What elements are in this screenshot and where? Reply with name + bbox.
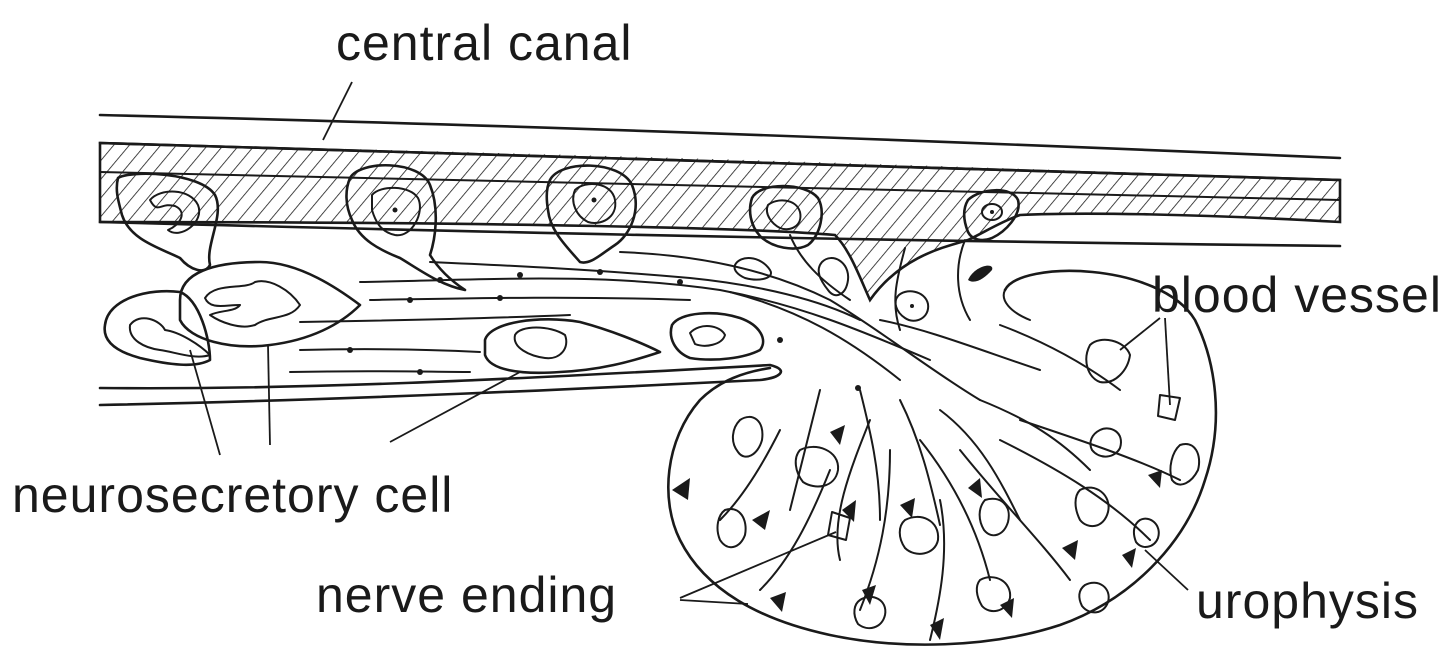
label-urophysis: urophysis bbox=[1196, 573, 1419, 629]
axon-tracts bbox=[100, 235, 1120, 405]
label-central-canal: central canal bbox=[336, 15, 633, 71]
label-nerve-ending: nerve ending bbox=[316, 567, 617, 623]
urophysis-lobe bbox=[668, 271, 1216, 645]
label-blood-vessel: blood vessel bbox=[1152, 267, 1438, 323]
label-neurosecretory-cell: neurosecretory cell bbox=[12, 467, 453, 523]
